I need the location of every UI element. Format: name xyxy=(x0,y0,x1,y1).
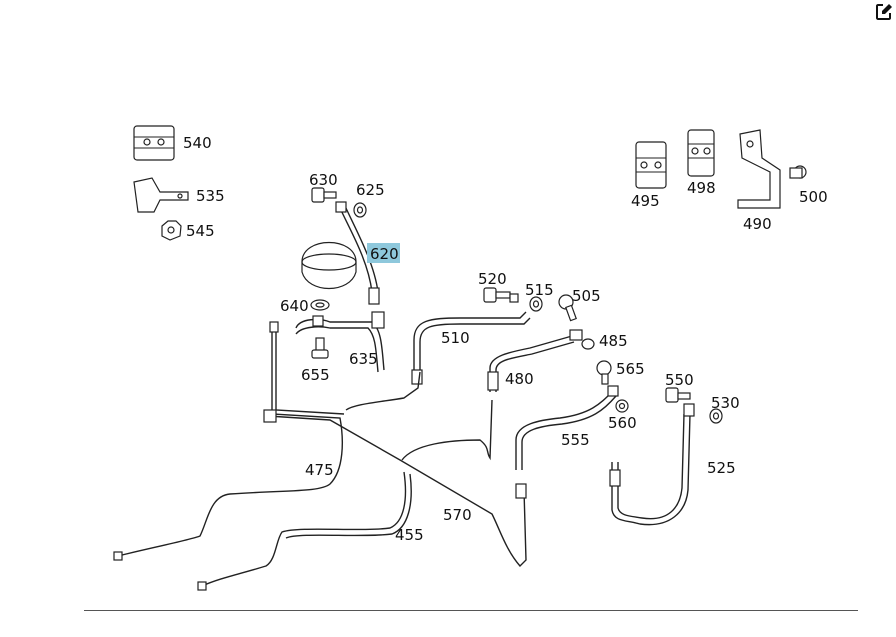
callout-640[interactable]: 640 xyxy=(280,297,309,315)
svg-text:498: 498 xyxy=(687,179,716,197)
part-500-bolt xyxy=(789,165,807,179)
callout-530[interactable]: 530 xyxy=(711,394,740,412)
callout-highlight xyxy=(367,243,400,263)
part-640-seal xyxy=(310,299,330,311)
callout-505[interactable]: 505 xyxy=(572,287,601,305)
part-accumulator-sphere xyxy=(301,242,357,290)
part-490-bracket xyxy=(737,129,781,209)
callout-510[interactable]: 510 xyxy=(441,329,470,347)
svg-text:555: 555 xyxy=(561,431,590,449)
part-570-line xyxy=(263,371,527,568)
svg-text:530: 530 xyxy=(711,394,740,412)
part-475-line xyxy=(113,321,345,561)
callout-500[interactable]: 500 xyxy=(799,188,828,206)
callout-455[interactable]: 455 xyxy=(395,526,424,544)
callout-635[interactable]: 635 xyxy=(349,350,378,368)
edit-icon[interactable] xyxy=(874,2,894,22)
callout-560[interactable]: 560 xyxy=(608,414,637,432)
callout-540[interactable]: 540 xyxy=(183,134,212,152)
part-560-washer xyxy=(615,399,629,413)
svg-text:505: 505 xyxy=(572,287,601,305)
callout-515[interactable]: 515 xyxy=(525,281,554,299)
svg-text:490: 490 xyxy=(743,215,772,233)
svg-text:625: 625 xyxy=(356,181,385,199)
svg-text:550: 550 xyxy=(665,371,694,389)
svg-text:495: 495 xyxy=(631,192,660,210)
svg-text:475: 475 xyxy=(305,461,334,479)
part-495-clamp xyxy=(635,141,667,189)
callout-490[interactable]: 490 xyxy=(743,215,772,233)
svg-text:565: 565 xyxy=(616,360,645,378)
svg-text:510: 510 xyxy=(441,329,470,347)
part-520-bolt xyxy=(483,287,519,303)
svg-text:655: 655 xyxy=(301,366,330,384)
callout-498[interactable]: 498 xyxy=(687,179,716,197)
part-565-bolt xyxy=(596,360,612,385)
part-635-line xyxy=(295,311,385,373)
part-625-washer xyxy=(353,202,367,218)
part-630-bolt xyxy=(311,187,337,203)
svg-text:630: 630 xyxy=(309,171,338,189)
callout-520[interactable]: 520 xyxy=(478,270,507,288)
svg-text:455: 455 xyxy=(395,526,424,544)
part-510-hose xyxy=(411,311,531,385)
svg-text:500: 500 xyxy=(799,188,828,206)
part-485-washer xyxy=(581,338,595,350)
part-530-washer xyxy=(709,408,723,424)
part-525-hose xyxy=(609,403,695,526)
callout-545[interactable]: 545 xyxy=(186,222,215,240)
part-655-fitting xyxy=(311,337,329,359)
callout-485[interactable]: 485 xyxy=(599,332,628,350)
part-545-nut xyxy=(161,220,182,241)
callout-565[interactable]: 565 xyxy=(616,360,645,378)
svg-text:635: 635 xyxy=(349,350,378,368)
bottom-divider xyxy=(84,610,858,611)
part-535-bracket xyxy=(133,177,189,213)
part-505-bolt xyxy=(558,294,577,322)
svg-text:560: 560 xyxy=(608,414,637,432)
svg-text:525: 525 xyxy=(707,459,736,477)
callout-550[interactable]: 550 xyxy=(665,371,694,389)
edit-icon-glyph xyxy=(876,4,892,20)
callout-535[interactable]: 535 xyxy=(196,187,225,205)
part-540-clamp-block xyxy=(133,125,175,161)
svg-text:570: 570 xyxy=(443,506,472,524)
callout-655[interactable]: 655 xyxy=(301,366,330,384)
svg-text:480: 480 xyxy=(505,370,534,388)
callout-480[interactable]: 480 xyxy=(505,370,534,388)
callout-495[interactable]: 495 xyxy=(631,192,660,210)
svg-text:485: 485 xyxy=(599,332,628,350)
svg-text:540: 540 xyxy=(183,134,212,152)
callout-625[interactable]: 625 xyxy=(356,181,385,199)
svg-text:620: 620 xyxy=(370,245,399,263)
part-620-hose xyxy=(335,201,380,305)
svg-text:515: 515 xyxy=(525,281,554,299)
svg-text:545: 545 xyxy=(186,222,215,240)
part-480-hose xyxy=(487,329,583,392)
part-498-clamp xyxy=(687,129,715,177)
part-515-washer xyxy=(529,296,543,312)
callout-570[interactable]: 570 xyxy=(443,506,472,524)
callout-475[interactable]: 475 xyxy=(305,461,334,479)
svg-text:640: 640 xyxy=(280,297,309,315)
part-555-hose xyxy=(515,385,619,470)
callout-620[interactable]: 620 xyxy=(367,243,400,263)
callout-555[interactable]: 555 xyxy=(561,431,590,449)
callout-525[interactable]: 525 xyxy=(707,459,736,477)
part-455-line xyxy=(197,471,412,591)
svg-text:535: 535 xyxy=(196,187,225,205)
part-550-bolt xyxy=(665,387,691,403)
svg-text:520: 520 xyxy=(478,270,507,288)
callout-630[interactable]: 630 xyxy=(309,171,338,189)
